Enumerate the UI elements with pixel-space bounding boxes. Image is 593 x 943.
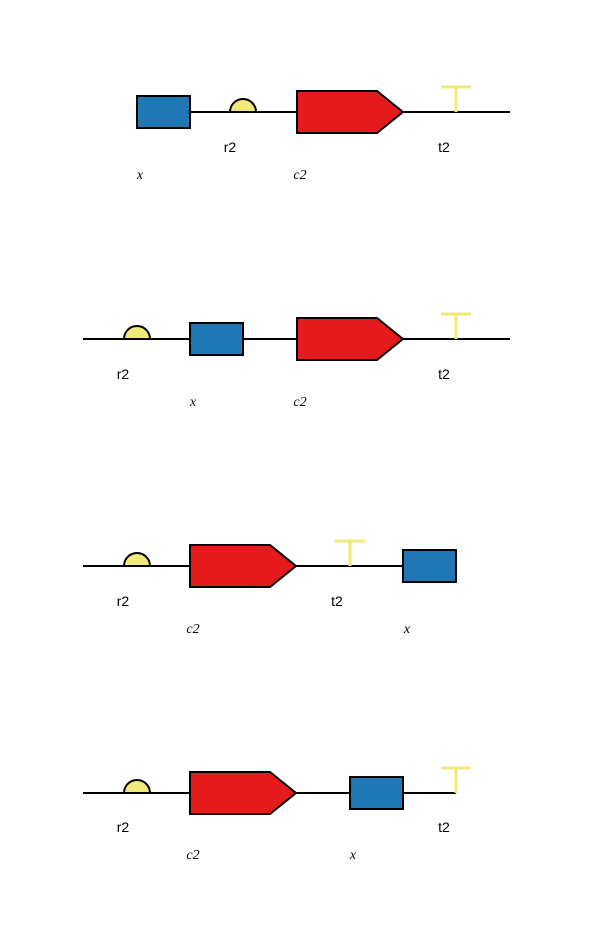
cds-label: c2 xyxy=(293,168,306,183)
terminator-symbol xyxy=(441,312,471,339)
terminator-label: t2 xyxy=(438,139,450,155)
terminator-symbol xyxy=(335,539,365,566)
terminator-label: t2 xyxy=(331,593,343,609)
construct-3: r2 t2 c2 x xyxy=(83,539,457,637)
promoter-semicircle xyxy=(228,98,258,113)
promoter-semicircle xyxy=(122,779,152,794)
operator-label: x xyxy=(403,622,411,637)
cds-arrow xyxy=(189,544,298,588)
operator-label: x xyxy=(349,848,357,863)
cds-arrow xyxy=(189,771,298,815)
terminator-label: t2 xyxy=(438,366,450,382)
promoter-label: r2 xyxy=(224,139,237,155)
cds-arrow xyxy=(296,317,405,361)
operator-label: x xyxy=(136,168,144,183)
construct-1: r2 t2 x c2 xyxy=(136,85,510,183)
cds-arrow xyxy=(296,90,405,134)
cds-label: c2 xyxy=(293,395,306,410)
cds-label: c2 xyxy=(186,848,199,863)
terminator-label: t2 xyxy=(438,819,450,835)
promoter-semicircle xyxy=(122,325,152,340)
terminator-symbol xyxy=(441,85,471,112)
operator-box xyxy=(402,549,457,583)
operator-box xyxy=(189,322,244,356)
promoter-label: r2 xyxy=(117,366,130,382)
cds-label: c2 xyxy=(186,622,199,637)
promoter-semicircle xyxy=(122,552,152,567)
construct-2: r2 t2 x c2 xyxy=(83,312,510,410)
construct-4: r2 t2 c2 x xyxy=(83,766,471,863)
promoter-label: r2 xyxy=(117,819,130,835)
operator-label: x xyxy=(189,395,197,410)
terminator-symbol xyxy=(441,766,471,793)
operator-box xyxy=(136,95,191,129)
operator-box xyxy=(349,776,404,810)
promoter-label: r2 xyxy=(117,593,130,609)
